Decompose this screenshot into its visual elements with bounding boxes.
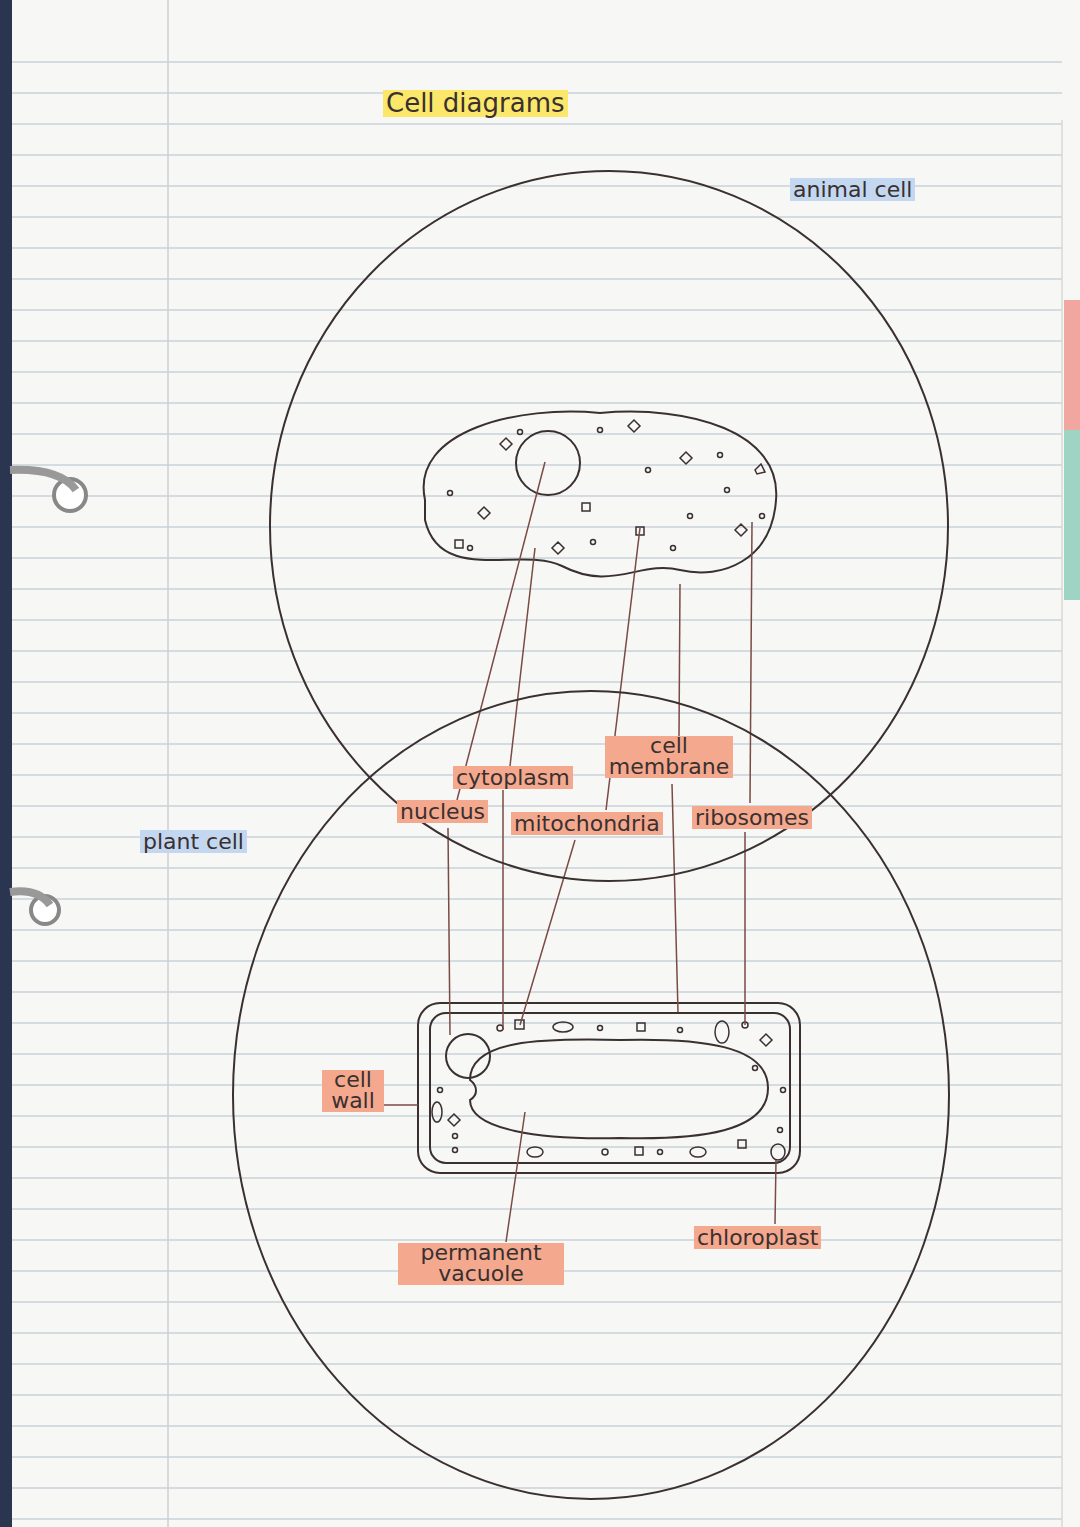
part-label: nucleus xyxy=(397,800,488,823)
part-label: cell wall xyxy=(322,1070,384,1112)
page-title: Cell diagrams xyxy=(383,90,568,117)
part-label: permanent vacuole xyxy=(398,1243,564,1285)
part-label: chloroplast xyxy=(694,1226,821,1249)
cell-heading: plant cell xyxy=(140,830,247,853)
part-label: cytoplasm xyxy=(453,766,573,789)
part-label: cell membrane xyxy=(605,736,733,778)
part-label: ribosomes xyxy=(692,806,812,829)
cell-heading: animal cell xyxy=(790,178,915,201)
part-label: mitochondria xyxy=(511,812,663,835)
